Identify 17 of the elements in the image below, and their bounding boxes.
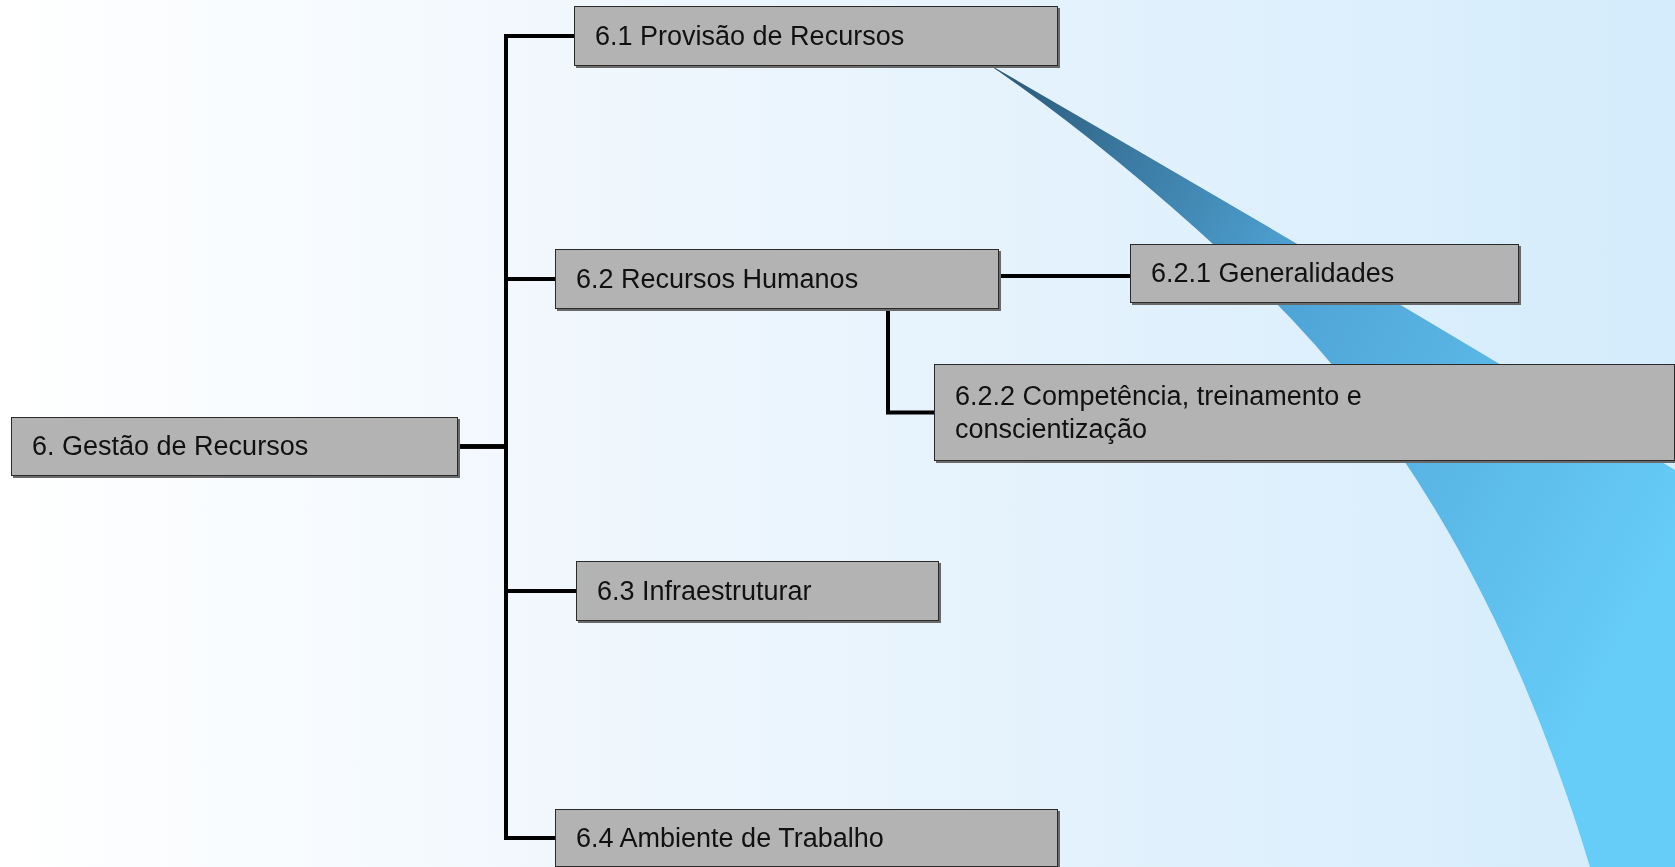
process-box (555, 249, 999, 309)
box-label: 6.2 Recursos Humanos (576, 262, 859, 296)
process-box (934, 364, 1675, 461)
box-label: 6.4 Ambiente de Trabalho (576, 821, 884, 855)
connector-line (999, 274, 1130, 278)
box-label: 6.1 Provisão de Recursos (595, 19, 905, 53)
process-box (555, 809, 1058, 867)
box-label: 6.2.2 Competência, treinamento e conscientização (955, 380, 1363, 445)
process-box (576, 561, 939, 621)
connector-line (886, 309, 934, 415)
box-label: 6. Gestão de Recursos (32, 430, 309, 463)
connector-line (458, 444, 555, 840)
process-box (11, 417, 458, 476)
box-label: 6.2.1 Generalidades (1151, 257, 1395, 290)
process-box (574, 6, 1058, 66)
process-box (1130, 244, 1519, 303)
box-label: 6.3 Infraestruturar (597, 574, 812, 608)
